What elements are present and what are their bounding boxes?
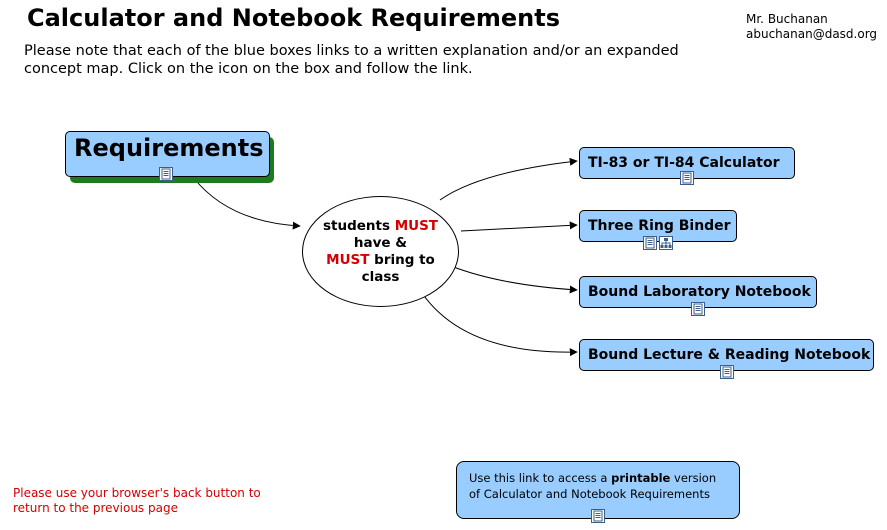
binder-label: Three Ring Binder — [588, 218, 731, 234]
concept-map-icon[interactable] — [659, 236, 673, 250]
link-to-lab-notebook — [450, 265, 578, 294]
requirements-label: Requirements — [74, 134, 264, 162]
back-button-note: Please use your browser's back button to… — [13, 486, 261, 515]
link-to-binder — [460, 221, 578, 232]
intro-text: Please note that each of the blue boxes … — [24, 43, 679, 77]
connector-emphasis-1: MUST — [394, 217, 439, 234]
printable-text-suffix: version — [670, 471, 717, 485]
author-email: abuchanan@dasd.org — [746, 27, 878, 41]
document-icon[interactable] — [643, 236, 657, 250]
connector-line2-text: have & — [353, 234, 408, 251]
lecture-notebook-label: Bound Lecture & Reading Notebook — [588, 347, 871, 363]
link-to-lecture-notebook — [417, 286, 578, 357]
printable-text-line2: of Calculator and Notebook Requirements — [469, 487, 710, 501]
document-icon[interactable] — [159, 167, 173, 181]
document-icon[interactable] — [691, 302, 705, 316]
requirements-node: Requirements — [65, 131, 270, 177]
binder-node: Three Ring Binder — [579, 210, 737, 242]
printable-text-bold: printable — [611, 471, 671, 485]
link-to-calculator — [439, 157, 578, 201]
page-title: Calculator and Notebook Requirements — [27, 4, 561, 32]
printable-text-prefix: Use this link to access a — [469, 471, 612, 485]
author-name: Mr. Buchanan — [746, 12, 828, 26]
connector-line4-text: class — [361, 268, 400, 285]
link-root-to-connector — [192, 176, 301, 230]
document-icon[interactable] — [591, 509, 605, 523]
connector-phrase: students MUST have & MUST bring to class — [302, 196, 459, 307]
connector-line1-text: students — [322, 217, 395, 234]
document-icon[interactable] — [680, 171, 694, 185]
document-icon[interactable] — [720, 365, 734, 379]
connector-line3-text: bring to — [369, 251, 435, 268]
calculator-label: TI-83 or TI-84 Calculator — [588, 155, 780, 171]
author-block: Mr. Buchanan abuchanan@dasd.org — [746, 12, 877, 42]
lab-notebook-label: Bound Laboratory Notebook — [588, 284, 811, 300]
connector-emphasis-2: MUST — [326, 251, 370, 268]
